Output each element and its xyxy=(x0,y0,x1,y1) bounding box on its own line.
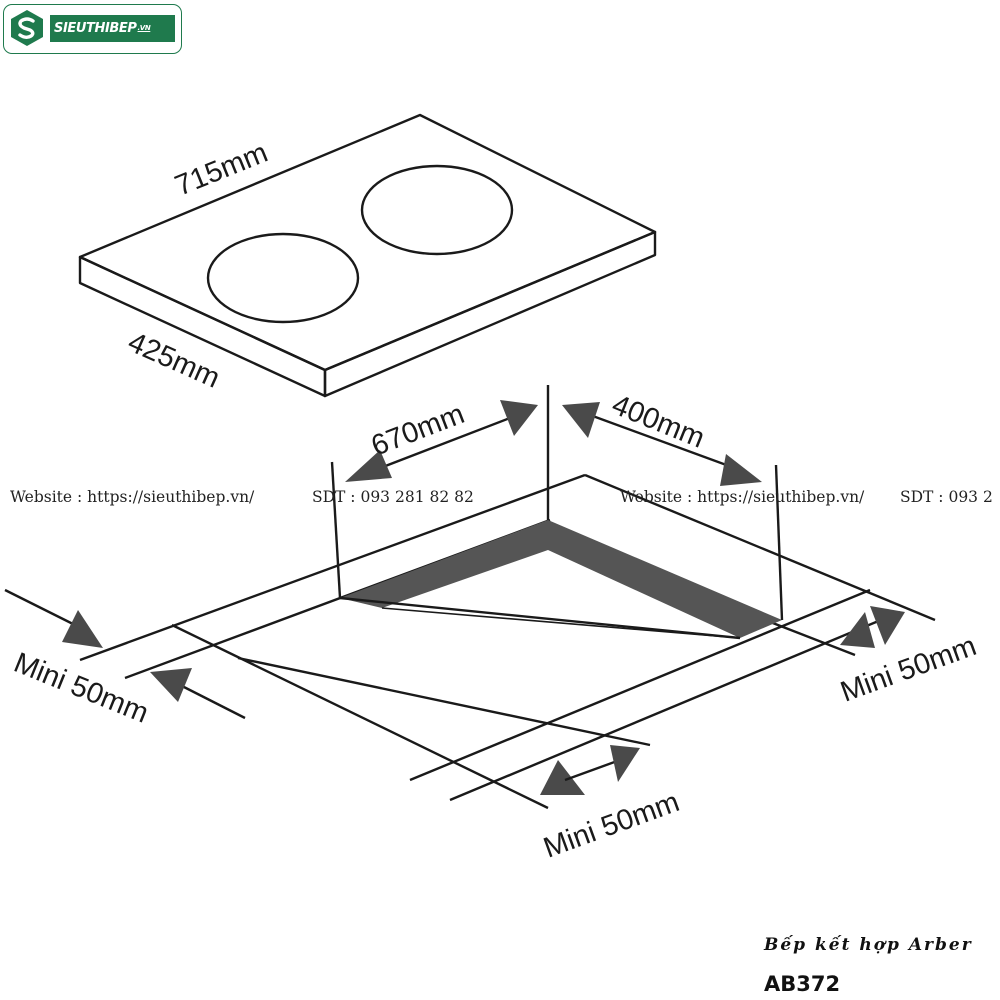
logo-name: SIEUTHIBEP xyxy=(54,21,137,36)
label-width: 715mm xyxy=(171,137,273,203)
arrow-670-right-head xyxy=(500,400,538,436)
countertop-left-line-2 xyxy=(237,656,651,747)
dimension-arrows xyxy=(4,400,905,795)
countertop-front-edge-1 xyxy=(409,588,871,782)
countertop-left-inner-line xyxy=(171,623,549,810)
countertop-back-edge xyxy=(79,473,586,662)
watermark-phone-repeat: SDT : 093 2 xyxy=(900,488,993,506)
countertop xyxy=(79,473,936,810)
reference-line-right xyxy=(774,464,784,621)
arrow-right-upper-head xyxy=(870,606,905,645)
arrow-670-shaft xyxy=(374,416,511,472)
cooking-zone-right xyxy=(360,164,514,256)
logo-s-icon xyxy=(11,10,43,46)
arrow-right-lower-head xyxy=(840,612,875,648)
watermark-website-repeat: Website : https://sieuthibep.vn/ xyxy=(620,488,865,506)
arrow-left-inner-shaft xyxy=(179,683,246,720)
arrow-400-left-head xyxy=(562,402,600,438)
watermark-website: Website : https://sieuthibep.vn/ xyxy=(10,488,255,506)
reference-lines xyxy=(330,385,784,621)
countertop-front-edge-2 xyxy=(449,610,901,802)
arrow-left-inner-head xyxy=(150,668,192,702)
arrow-front-shaft xyxy=(564,758,621,782)
logo-tld: .VN xyxy=(137,24,151,32)
label-clearance-front: Mini 50mm xyxy=(539,786,683,865)
brand-logo[interactable]: SIEUTHIBEP.VN xyxy=(3,4,182,54)
arrow-400-shaft xyxy=(589,413,741,472)
cutout-outline xyxy=(339,520,782,640)
product-caption: Bếp kết hợp Arber xyxy=(764,935,973,955)
label-depth: 425mm xyxy=(123,326,224,395)
arrow-left-outer-head xyxy=(62,610,103,648)
countertop-inner-right-edge xyxy=(759,616,856,657)
logo-wordmark: SIEUTHIBEP.VN xyxy=(50,15,175,42)
watermark-phone: SDT : 093 281 82 82 xyxy=(312,488,474,506)
cooktop-right-side xyxy=(323,230,657,398)
arrow-front-right-head xyxy=(610,745,640,782)
cutout-front-line xyxy=(381,607,741,639)
arrow-670-left-head xyxy=(345,450,392,482)
cooktop-top-surface xyxy=(78,113,657,372)
cutout-front-left-edge xyxy=(339,596,741,640)
countertop-right-edge xyxy=(584,473,936,622)
arrow-front-left-head xyxy=(540,760,585,795)
reference-line-left xyxy=(330,461,342,599)
label-cutout-depth: 400mm xyxy=(607,389,709,455)
arrow-400-right-head xyxy=(720,454,762,486)
cooking-zone-left xyxy=(206,232,360,324)
cutout-band-back xyxy=(340,520,548,608)
product-model: AB372 xyxy=(764,972,841,996)
arrow-left-outer-shaft xyxy=(4,588,76,627)
cooktop-body xyxy=(78,113,657,398)
cutout-band-right xyxy=(548,520,782,638)
